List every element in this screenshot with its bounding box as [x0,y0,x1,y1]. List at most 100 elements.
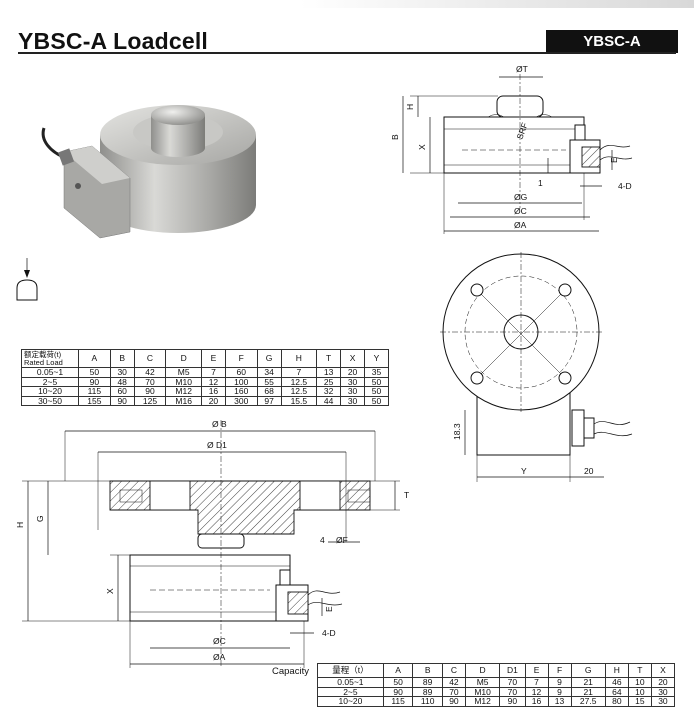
table-cell: 16 [524,696,549,707]
table-cell: 34 [256,367,282,378]
dim-top-one: 1 [538,178,543,188]
table-cell: 30 [109,367,135,378]
table-cell: 160 [224,386,258,397]
table-header-cell: B [109,349,135,368]
capacity-caption: Capacity [272,666,309,677]
table-cell: 60 [224,367,258,378]
table-cell: 10~20 [21,386,79,397]
table-cell: 0.05~1 [21,367,79,378]
table-cell: M5 [464,677,501,688]
table-cell: 13 [547,696,572,707]
table-cell: 90 [441,696,466,707]
table-header-cell: Y [364,349,389,368]
dim-plan-20: 20 [584,466,594,476]
table-header-cell: X [340,349,366,368]
table-header-row: 量程（t） A B C D D1 E F G H T X [317,663,676,678]
table-header-cell: 量程（t） [317,663,384,678]
table-cell: 13 [316,367,342,378]
table-cell: 300 [224,395,258,407]
table-cell: 20 [340,367,366,378]
table-cell: 30 [650,696,676,707]
dim-top-h: H [405,104,415,110]
dim-bot-h: H [15,522,25,528]
rated-load-en: Rated Load [24,357,63,367]
table-cell: 44 [316,395,342,407]
table-header-cell: B [412,663,443,678]
table-cell: 80 [604,696,629,707]
dim-top-c: ØC [514,206,527,216]
model-badge: YBSC-A [546,30,678,53]
table-header-cell: F [547,663,572,678]
table-cell: 60 [109,386,135,397]
dim-bot-b: Ø B [212,419,227,429]
page-title: YBSC-A Loadcell [18,28,209,54]
table-header-cell: F [224,349,258,368]
dim-top-g: ØG [514,192,527,202]
table-cell: 30~50 [21,395,79,407]
table-cell: 89 [412,677,443,688]
plan-view-drawing: 18.3 Y 20 [440,252,633,482]
table-cell: 30 [340,386,366,397]
dim-plan-183: 18.3 [452,423,462,440]
table-cell: 50 [382,677,414,688]
table-cell: 125 [133,395,167,407]
dim-top-b: B [390,134,400,140]
dim-bot-x: X [105,588,115,594]
dim-bot-a: ØA [213,652,226,662]
table-cell: 155 [78,395,111,407]
table-header-cell: T [316,349,342,368]
table-cell: 30 [340,395,366,407]
table-cell: 42 [133,367,167,378]
table-cell: 21 [570,677,606,688]
table-cell: 16 [200,386,226,397]
table-cell: 50 [78,367,111,378]
table-cell: 20 [200,395,226,407]
table-cell: 46 [604,677,629,688]
table-cell: M12 [464,696,501,707]
rated-load-cn: 额定载荷(t) [24,349,62,359]
product-photo [41,105,256,239]
table-cell: 10~20 [317,696,384,707]
table-cell: 20 [650,677,676,688]
table-cell: M12 [165,386,202,397]
table-header-cell: D [464,663,501,678]
dim-bot-four: 4 [320,535,325,545]
table-header-cell: T [627,663,652,678]
table-header-cell: C [133,349,167,368]
table-header-cell: C [441,663,466,678]
table-cell: 15 [627,696,652,707]
dim-top-4d: 4-D [618,181,632,191]
table-header-cell: E [524,663,549,678]
table-cell: 15.5 [280,395,318,407]
table-cell: 110 [412,696,443,707]
title-rule [18,52,676,54]
dim-top-e: E [609,157,619,163]
table-header-row: 额定载荷(t) Rated Load A B C D E F G H T X Y [21,349,389,368]
table-header-cell: G [256,349,282,368]
dim-bot-4d: 4-D [322,628,336,638]
table-header-cell: H [604,663,629,678]
table-cell: 9 [547,677,572,688]
table-cell: 32 [316,386,342,397]
table-header-cell: D1 [499,663,526,678]
table-header-cell: A [382,663,414,678]
table-header-cell: E [200,349,226,368]
table-header-cell: G [570,663,606,678]
table-cell: M16 [165,395,202,407]
table-cell: 90 [133,386,167,397]
table-header-cell: A [78,349,111,368]
table-cell: M5 [165,367,202,378]
dim-top-x: X [417,144,427,150]
dim-bot-e: E [324,606,334,612]
table-cell: 115 [78,386,111,397]
side-view-drawing: ØT H B X SRF 1 E 4-D ØG ØC ØA [390,64,633,234]
table-cell: 27.5 [570,696,606,707]
table-cell: 35 [364,367,389,378]
table-cell: 0.05~1 [317,677,384,688]
